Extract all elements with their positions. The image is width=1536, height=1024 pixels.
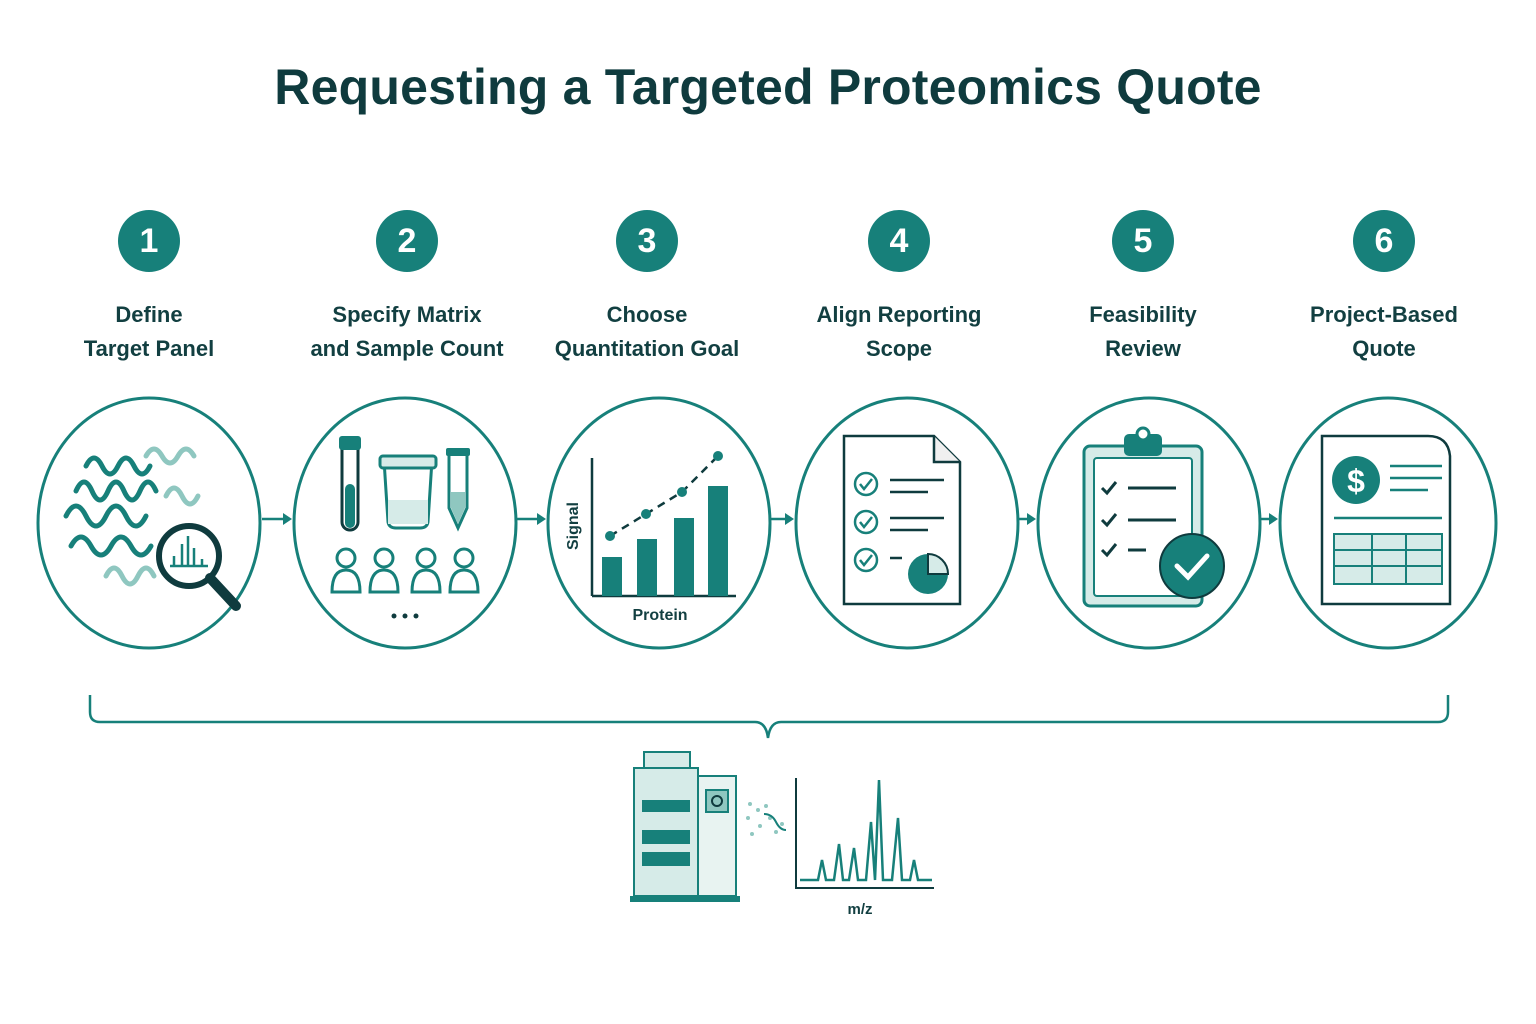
step-number-badge: 2: [376, 210, 438, 272]
page-title: Requesting a Targeted Proteomics Quote: [274, 59, 1262, 115]
step-label: Define Target Panel: [83, 302, 215, 361]
clipboard-check-icon: [1036, 396, 1262, 650]
quote-invoice-icon: $: [1278, 396, 1504, 650]
step-number-badge: 3: [616, 210, 678, 272]
spectrum-x-label: m/z: [847, 901, 872, 918]
quantitation-chart-icon: Signal Protein: [546, 396, 772, 650]
step-number-badge: 4: [868, 210, 930, 272]
report-document-icon: [794, 396, 1020, 650]
y-axis-label: Signal: [565, 502, 582, 550]
step-label: Project-Based Quote: [1310, 302, 1458, 361]
step-label: Align Reporting Scope: [816, 302, 982, 361]
step-label: Feasibility Review: [1089, 302, 1197, 361]
grouping-brace: [88, 695, 1450, 739]
step-number-badge: 6: [1353, 210, 1415, 272]
step-number-badge: 5: [1112, 210, 1174, 272]
protein-search-icon: [36, 396, 262, 650]
dollar-icon: $: [1347, 463, 1365, 499]
x-axis-label: Protein: [632, 607, 687, 624]
step-label: Choose Quantitation Goal: [554, 302, 740, 361]
step-number-badge: 1: [118, 210, 180, 272]
sample-tubes-icon: [292, 396, 518, 650]
mass-spectrometer-icon: m/z: [630, 751, 934, 918]
step-label: Specify Matrix and Sample Count: [310, 302, 504, 361]
